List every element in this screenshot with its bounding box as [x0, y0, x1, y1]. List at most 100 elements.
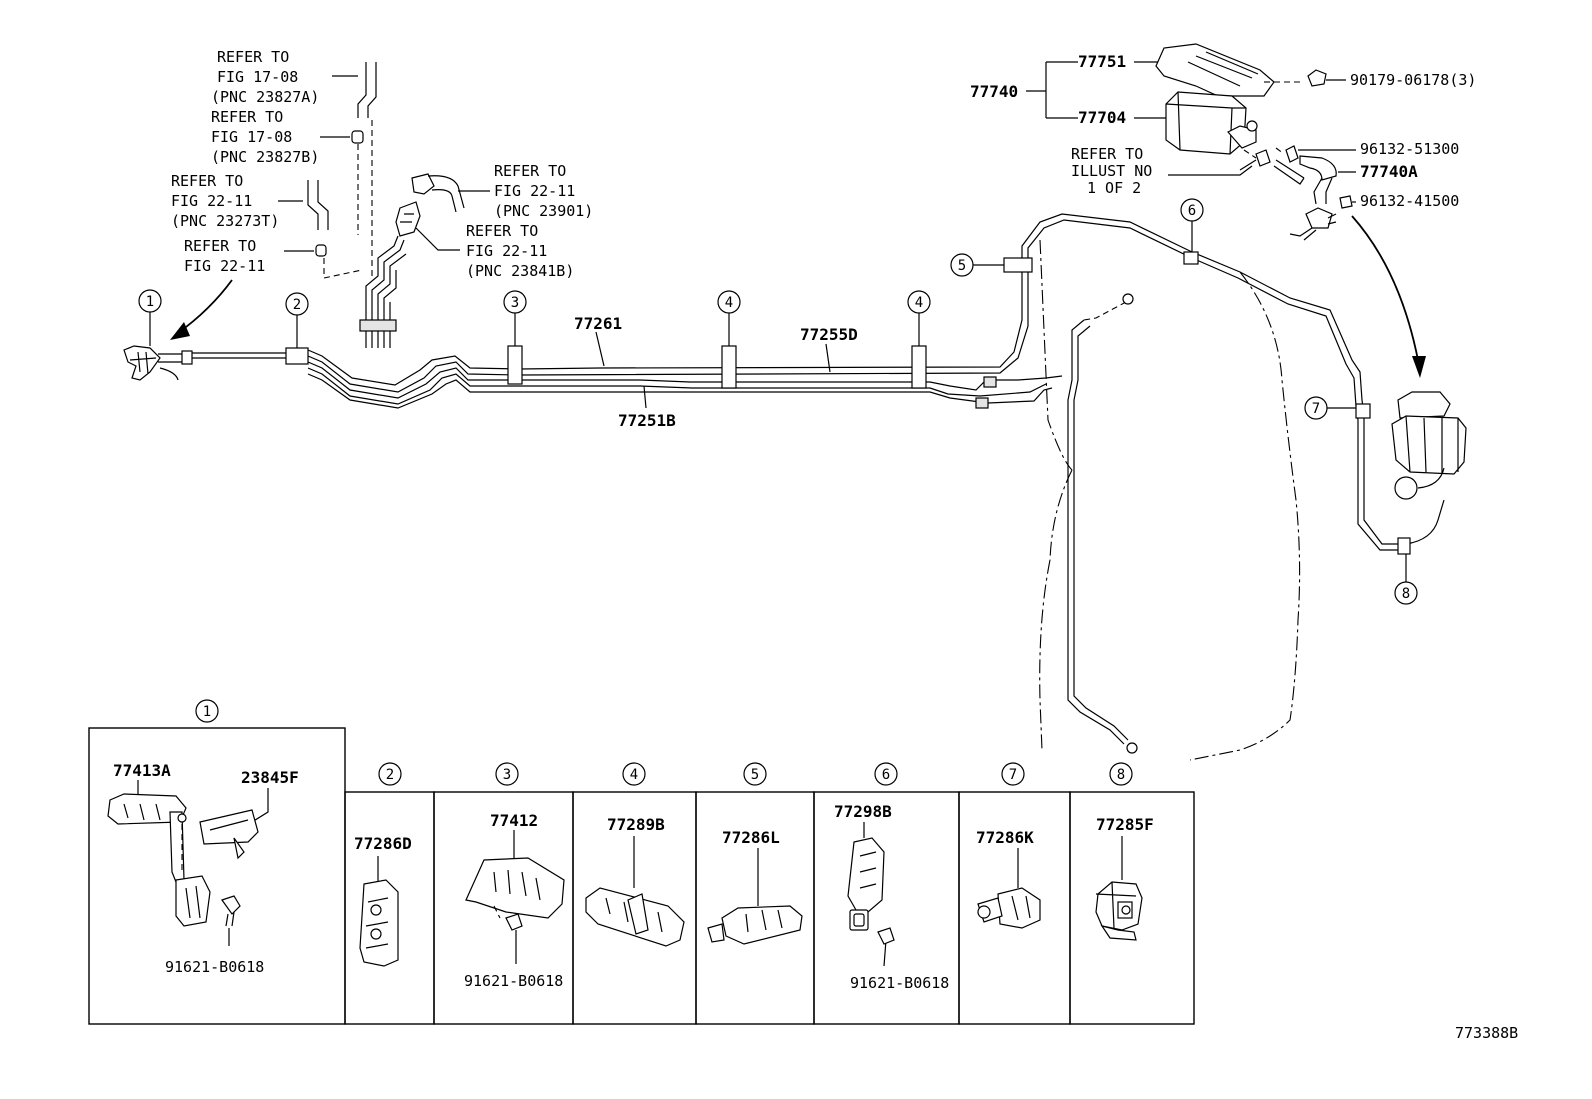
ref-note-fig-22-11-a: REFER TO FIG 22-11 (PNC 23273T) — [171, 172, 279, 230]
ref-note-illust-1-of-2: REFER TO ILLUST NO 1 OF 2 — [1071, 145, 1152, 197]
clip-5 — [1003, 257, 1033, 273]
ref-note-fig-22-11-b: REFER TO FIG 22-11 — [184, 237, 265, 275]
svg-text:(PNC 23827A): (PNC 23827A) — [211, 88, 319, 106]
hose-clamp-icon — [351, 130, 364, 144]
part-label-77751: 77751 — [1078, 52, 1126, 71]
svg-text:77289B: 77289B — [607, 815, 665, 834]
part-label-77251b: 77251B — [618, 411, 676, 430]
main-fuel-pipe-run — [192, 213, 1445, 551]
svg-text:FIG 22-11: FIG 22-11 — [171, 192, 252, 210]
pipe-stub-ref-3 — [307, 180, 329, 230]
svg-text:FIG 22-11: FIG 22-11 — [184, 257, 265, 275]
direction-arrow — [177, 279, 233, 334]
svg-text:2: 2 — [386, 767, 394, 783]
svg-text:(PNC 23273T): (PNC 23273T) — [171, 212, 279, 230]
fuel-pipe-connector-group — [359, 173, 465, 348]
svg-text:91621-B0618: 91621-B0618 — [165, 958, 264, 976]
callout-3: 3 — [503, 290, 527, 346]
clip-4a — [721, 345, 737, 389]
part-label-96132-51300: 96132-51300 — [1360, 140, 1459, 158]
ref-note-pnc-23901: REFER TO FIG 22-11 (PNC 23901) — [494, 162, 593, 220]
svg-text:8: 8 — [1117, 767, 1125, 783]
dashed-assembly-line — [357, 120, 373, 280]
arrow-head — [170, 322, 190, 340]
svg-text:91621-B0618: 91621-B0618 — [850, 974, 949, 992]
svg-text:77412: 77412 — [490, 811, 538, 830]
svg-text:7: 7 — [1312, 401, 1320, 417]
svg-text:5: 5 — [751, 767, 759, 783]
svg-text:REFER TO: REFER TO — [494, 162, 566, 180]
svg-text:6: 6 — [882, 767, 890, 783]
svg-text:3: 3 — [503, 767, 511, 783]
leader-line — [643, 385, 647, 409]
callout-2: 2 — [285, 292, 309, 348]
svg-text:REFER TO: REFER TO — [1071, 145, 1143, 163]
leader-line — [415, 227, 460, 251]
svg-text:(PNC 23841B): (PNC 23841B) — [466, 262, 574, 280]
svg-text:23845F: 23845F — [241, 768, 299, 787]
leader-line — [595, 331, 605, 367]
ref-note-fig-17-08-a: REFER TO FIG 17-08 (PNC 23827A) — [211, 48, 319, 106]
direction-arrow — [1351, 215, 1419, 361]
detail-box-2: 2 77286D — [344, 762, 435, 1025]
dashed-assembly-line — [323, 258, 363, 279]
clip-4b — [911, 345, 927, 389]
svg-text:ILLUST NO: ILLUST NO — [1071, 162, 1152, 180]
clip-2 — [285, 347, 309, 365]
body-outline — [1189, 271, 1301, 761]
part-label-96132-41500: 96132-41500 — [1360, 192, 1459, 210]
part-label-77255d: 77255D — [800, 325, 858, 344]
ref-note-fig-17-08-b: REFER TO FIG 17-08 (PNC 23827B) — [211, 108, 319, 166]
pipe-stub-ref-1 — [357, 62, 377, 118]
svg-text:REFER TO: REFER TO — [466, 222, 538, 240]
svg-text:(PNC 23901): (PNC 23901) — [494, 202, 593, 220]
clip-7 — [1355, 403, 1371, 419]
callout-4a: 4 — [717, 290, 741, 346]
svg-text:77286L: 77286L — [722, 828, 780, 847]
svg-text:8: 8 — [1402, 586, 1410, 602]
svg-text:FIG 22-11: FIG 22-11 — [466, 242, 547, 260]
clip-3 — [507, 345, 523, 385]
svg-text:(PNC 23827B): (PNC 23827B) — [211, 148, 319, 166]
svg-text:77286K: 77286K — [976, 828, 1034, 847]
svg-text:3: 3 — [511, 295, 519, 311]
detail-box-4: 4 77289B — [572, 762, 697, 1025]
svg-text:4: 4 — [915, 295, 923, 311]
svg-text:REFER TO: REFER TO — [217, 48, 289, 66]
part-label-77740: 77740 — [970, 82, 1018, 101]
detail-box-7: 7 77286K — [958, 762, 1071, 1025]
svg-text:1 OF 2: 1 OF 2 — [1087, 179, 1141, 197]
part-label-90179: 90179-06178(3) — [1350, 71, 1476, 89]
svg-text:77413A: 77413A — [113, 761, 171, 780]
svg-text:77285F: 77285F — [1096, 815, 1154, 834]
part-label-77261: 77261 — [574, 314, 622, 333]
leader-line — [825, 343, 831, 373]
svg-text:REFER TO: REFER TO — [211, 108, 283, 126]
svg-text:4: 4 — [725, 295, 733, 311]
svg-text:FIG 17-08: FIG 17-08 — [211, 128, 292, 146]
svg-text:1: 1 — [146, 294, 154, 310]
charcoal-canister-group — [1155, 43, 1353, 241]
svg-text:91621-B0618: 91621-B0618 — [464, 972, 563, 990]
svg-text:FIG 17-08: FIG 17-08 — [217, 68, 298, 86]
vertical-fuel-pipe — [1067, 293, 1138, 754]
detail-box-8: 8 77285F — [1069, 762, 1195, 1025]
part-label-77704: 77704 — [1078, 108, 1126, 127]
ref-note-pnc-23841b: REFER TO FIG 22-11 (PNC 23841B) — [466, 222, 574, 280]
hose-clamp-icon — [315, 244, 327, 257]
leader-line — [1168, 165, 1253, 176]
callout-6: 6 — [1180, 198, 1204, 252]
clip-6 — [1183, 251, 1199, 265]
svg-text:6: 6 — [1188, 203, 1196, 219]
bracket-assembly — [123, 345, 193, 381]
svg-text:7: 7 — [1009, 767, 1017, 783]
detail-box-3: 3 77412 91621-B0618 — [433, 762, 574, 1025]
callout-8: 8 — [1394, 554, 1418, 605]
vapor-valve-group — [1391, 391, 1467, 500]
bracket-leader — [1026, 61, 1078, 119]
clip-8 — [1397, 537, 1411, 555]
body-outline — [1039, 239, 1073, 751]
callout-7: 7 — [1304, 396, 1356, 420]
svg-text:2: 2 — [293, 297, 301, 313]
detail-box-5: 5 77286L — [695, 762, 815, 1025]
